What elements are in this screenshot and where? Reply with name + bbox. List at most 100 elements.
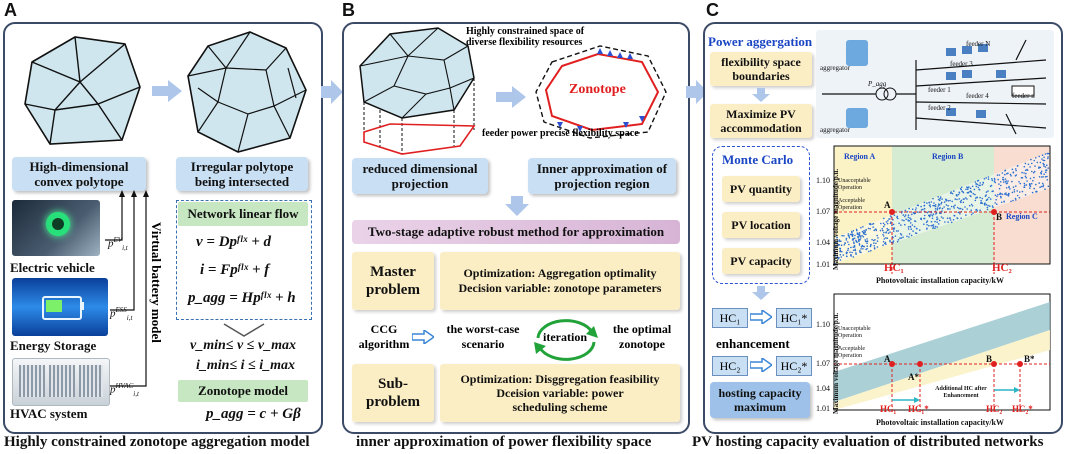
- scatter-point: [1047, 152, 1050, 155]
- scatter-point: [971, 205, 974, 207]
- scatter-point: [853, 246, 856, 248]
- scatter-point: [1046, 175, 1048, 178]
- scatter-point: [1039, 166, 1042, 169]
- scatter-point: [991, 205, 994, 207]
- scatter-point: [834, 254, 837, 256]
- scatter-point: [877, 237, 879, 239]
- chart2-additional-hc: Additional HC after Enhancement: [935, 386, 987, 399]
- scatter-point: [953, 190, 955, 192]
- scatter-point: [972, 192, 975, 195]
- scatter-point: [926, 224, 928, 226]
- scatter-point: [858, 240, 860, 243]
- scatter-point: [909, 217, 911, 219]
- scatter-point: [911, 224, 914, 226]
- scatter-point: [848, 243, 850, 246]
- iteration-label: iteration: [543, 330, 587, 344]
- chart2-tick-2: 1.07: [816, 359, 830, 368]
- scatter-point: [1041, 182, 1044, 185]
- scatter-point: [890, 221, 892, 223]
- scatter-point: [876, 240, 879, 242]
- scatter-point: [862, 236, 865, 238]
- scatter-point: [926, 228, 928, 230]
- scatter-point: [907, 214, 910, 216]
- scatter-point: [889, 215, 892, 217]
- scatter-point: [1031, 191, 1034, 194]
- scatter-point: [907, 219, 909, 221]
- scatter-point: [1040, 185, 1043, 188]
- scatter-point: [907, 228, 910, 230]
- zonotope-label: Zonotope: [569, 82, 626, 97]
- scatter-point: [936, 207, 939, 209]
- scatter-point: [850, 246, 852, 249]
- flexibility-space-shape: [359, 27, 476, 155]
- scatter-point: [847, 247, 850, 250]
- scatter-point: [879, 229, 882, 232]
- scatter-point: [930, 224, 932, 227]
- scatter-point: [941, 207, 944, 210]
- scatter-point: [932, 226, 935, 228]
- scatter-point: [916, 204, 919, 207]
- scatter-point: [953, 214, 955, 217]
- scatter-point: [993, 180, 996, 183]
- feeder-label-N: feeder N: [966, 40, 991, 48]
- scatter-point: [965, 188, 967, 191]
- scatter-point: [1031, 162, 1033, 165]
- scatter-point: [1046, 164, 1048, 166]
- scatter-point: [889, 240, 891, 243]
- scatter-point: [865, 229, 868, 231]
- scatter-point: [949, 199, 951, 202]
- scatter-point: [885, 237, 887, 239]
- scatter-point: [882, 222, 885, 225]
- scatter-point: [856, 232, 859, 234]
- scatter-point: [882, 233, 884, 236]
- scatter-point: [1016, 165, 1019, 167]
- scatter-point: [1041, 158, 1043, 160]
- scatter-point: [893, 228, 895, 230]
- scatter-point: [1033, 176, 1035, 179]
- scatter-point: [936, 216, 938, 218]
- scatter-point: [973, 188, 976, 191]
- scatter-point: [911, 208, 914, 210]
- scatter-point: [949, 208, 951, 210]
- scatter-point: [998, 187, 1001, 190]
- virtual-battery-label: Virtual battery model: [149, 222, 164, 343]
- scatter-point: [966, 191, 969, 194]
- feeder-label-3: feeder 3: [950, 60, 973, 68]
- scatter-point: [1014, 168, 1017, 170]
- scatter-point: [871, 223, 873, 225]
- chart2-point-a: A: [884, 354, 891, 364]
- scatter-point: [1029, 183, 1031, 186]
- scatter-point: [899, 233, 902, 235]
- scatter-point: [856, 233, 859, 235]
- scatter-point: [1027, 163, 1030, 166]
- scatter-point: [852, 237, 854, 240]
- scatter-point: [980, 199, 982, 202]
- scatter-point: [851, 235, 854, 237]
- scatter-point: [871, 238, 873, 241]
- scatter-point: [853, 242, 855, 245]
- hc2-box: HC₂: [712, 356, 748, 376]
- scatter-point: [951, 192, 954, 195]
- scatter-point: [854, 249, 857, 252]
- scatter-point: [1023, 184, 1026, 187]
- arrow-right-icon: [321, 80, 343, 104]
- scatter-point: [855, 252, 857, 254]
- scatter-point: [893, 214, 896, 217]
- connector-lines: [105, 190, 149, 387]
- scatter-point: [1030, 182, 1033, 185]
- scatter-point: [990, 184, 993, 187]
- scatter-point: [1014, 197, 1017, 200]
- scatter-point: [876, 234, 878, 237]
- scatter-point: [1016, 190, 1018, 192]
- scatter-point: [1007, 180, 1009, 182]
- scatter-point: [834, 241, 837, 244]
- scatter-point: [934, 204, 937, 206]
- scatter-point: [936, 218, 939, 220]
- scatter-point: [1000, 196, 1002, 199]
- scatter-point: [912, 230, 914, 232]
- scatter-point: [943, 206, 945, 208]
- scatter-point: [930, 220, 933, 223]
- scatter-point: [858, 243, 861, 245]
- scatter-point: [895, 230, 898, 232]
- scatter-point: [985, 194, 987, 196]
